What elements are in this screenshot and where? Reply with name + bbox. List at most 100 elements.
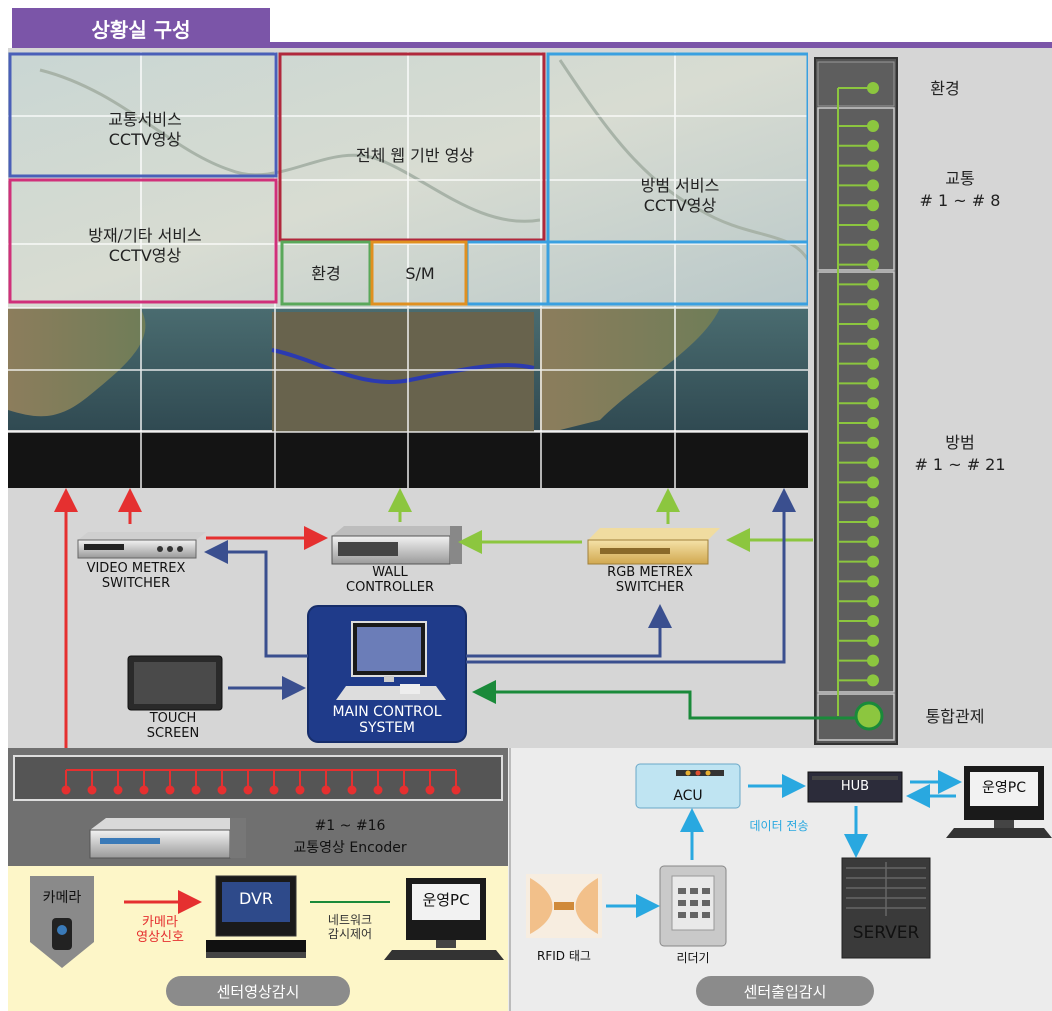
main-control-system-device (307, 605, 467, 743)
reader-label: 리더기 (676, 951, 710, 965)
camera-device (30, 876, 94, 968)
env-zone (280, 240, 372, 306)
env-zone-label: 환경 (311, 264, 341, 283)
side-channel-dot (867, 456, 879, 469)
side-channel-dot (867, 238, 879, 251)
side-traffic-label: 교통 # 1 ~ # 8 (919, 169, 1001, 210)
encoder-channel-dot (243, 785, 253, 795)
camera-signal-label: 카메라 영상신호 (136, 915, 184, 945)
side-channel-dot (867, 595, 879, 608)
traffic-cctv-label: 교통서비스 CCTV영상 (108, 110, 182, 149)
ops-pc-right-label: 운영PC (982, 780, 1026, 796)
encoder-channel-dot (451, 785, 461, 795)
side-channel-dot (867, 219, 879, 231)
encoder-channel-dot (347, 785, 357, 795)
city-satellite-image (272, 312, 534, 432)
encoder-channel-dot (87, 785, 97, 795)
side-channel-dot (867, 535, 879, 548)
side-channel-dot (867, 159, 879, 172)
traffic-cctv-zone (8, 52, 278, 178)
side-channel-dot (867, 496, 879, 509)
side-integrated-label: 통합관제 (925, 707, 985, 726)
video-metrex-switcher-device (77, 532, 206, 559)
encoder-channel-dot (191, 785, 201, 795)
side-channel-dot (867, 397, 879, 410)
page-title: 상황실 구성 (12, 8, 270, 48)
web-video-label: 전체 웹 기반 영상 (355, 146, 475, 165)
side-channel-dot (867, 674, 879, 687)
main-control-label: MAIN CONTROL SYSTEM (332, 704, 442, 737)
hub-device (807, 771, 903, 803)
side-channel-dot (867, 278, 879, 291)
data-transfer-label: 데이터 전송 (749, 819, 809, 833)
sm-zone-label: S/M (405, 264, 435, 283)
side-panel-bus (837, 82, 879, 716)
disaster-cctv-label: 방재/기타 서비스 CCTV영상 (88, 226, 202, 265)
dvr-label: DVR (238, 889, 274, 908)
encoder-channel-dot (321, 785, 331, 795)
side-channel-dot (867, 318, 879, 330)
dvr-device (206, 875, 306, 958)
web-video-zone (278, 52, 546, 242)
side-channel-dot (867, 634, 879, 647)
side-crime-label: 방범 # 1 ~ # 21 (914, 433, 1006, 474)
side-channel-dot (867, 139, 879, 152)
side-channel-dot (867, 476, 879, 489)
encoder-range-label: #1 ~ #16 (314, 818, 386, 834)
side-channel-dot (867, 179, 879, 192)
side-panel-channels (838, 120, 879, 687)
side-channel-dot (867, 417, 879, 429)
ops-pc-right-device (946, 766, 1052, 838)
integrated-node (854, 701, 884, 731)
encoder-channel-dot (373, 785, 383, 795)
camera-label: 카메라 (42, 890, 82, 906)
wall-controller-device (331, 526, 462, 565)
rgb-metrex-switcher-device (587, 528, 720, 565)
center-video-monitor-pill: 센터영상감시 (166, 976, 350, 1006)
encoder-device (89, 818, 246, 859)
side-channel-dot (867, 654, 879, 667)
touch-screen-label: TOUCH SCREEN (146, 711, 200, 741)
side-channel-dot (867, 298, 879, 311)
encoder-channel-dot (295, 785, 305, 795)
encoder-channels (61, 770, 461, 795)
encoder-channel-dot (139, 785, 149, 795)
sm-zone (370, 240, 468, 306)
network-label: 네트워크 감시제어 (327, 913, 373, 941)
reader-device (659, 865, 727, 947)
ops-pc-left-label: 운영PC (422, 891, 470, 909)
wall-controller-label: WALL CONTROLLER (346, 565, 434, 595)
side-channel-dot (867, 120, 879, 132)
side-channel-dot (867, 199, 879, 212)
encoder-channel-dot (217, 785, 227, 795)
side-channel-dot (867, 555, 879, 568)
touch-screen-device (127, 655, 223, 711)
rfid-tag-device (526, 874, 602, 938)
header-bar (270, 42, 1052, 48)
encoder-channel-dot (165, 785, 175, 795)
rgb-switcher-label: RGB METREX SWITCHER (607, 565, 693, 595)
side-channel-dot (867, 516, 879, 528)
side-channel-dot (867, 575, 879, 588)
ops-pc-left-device (384, 878, 504, 960)
side-channel-dot (867, 357, 879, 370)
side-channel-dot (867, 615, 879, 627)
disaster-cctv-zone (8, 178, 278, 304)
rfid-label: RFID 태그 (537, 949, 591, 963)
center-access-monitor-pill: 센터출입감시 (696, 976, 874, 1006)
side-channel-dot (867, 436, 879, 449)
acu-device (635, 763, 741, 809)
encoder-label: 교통영상 Encoder (293, 840, 407, 856)
encoder-channel-dot (61, 785, 71, 795)
encoder-channel-dot (269, 785, 279, 795)
encoder-channel-dot (425, 785, 435, 795)
server-device (841, 857, 931, 959)
encoder-channel-dot (113, 785, 123, 795)
encoder-channel-dot (399, 785, 409, 795)
server-label: SERVER (852, 923, 920, 943)
side-channel-dot (867, 258, 879, 271)
side-channel-dot (867, 377, 879, 390)
side-channel-dot (867, 337, 879, 350)
crime-cctv-label: 방범 서비스 CCTV영상 (640, 176, 720, 215)
